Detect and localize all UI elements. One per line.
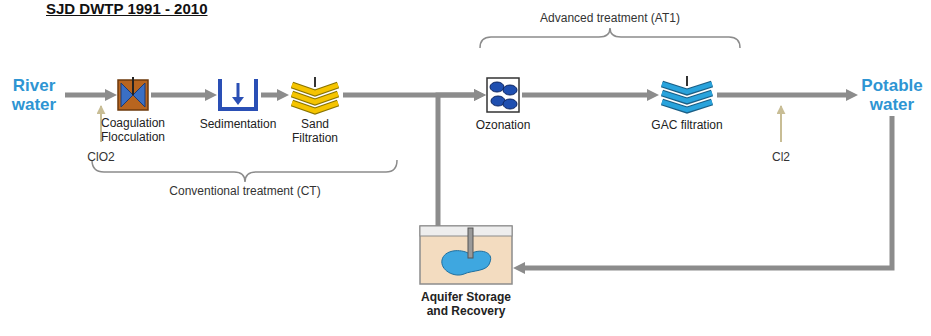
filter-layer [662,93,712,101]
process-symbol [487,78,519,112]
process-symbol [660,78,714,112]
process-icon: Ozonation [487,78,519,112]
mixer-shaft [132,77,134,95]
stream-name: River water [6,76,62,114]
process-label: Sand Filtration [286,117,344,145]
process-symbol [420,226,512,284]
storage-icon: Aquifer Storage and Recovery [420,226,512,284]
group-label: Conventional treatment (CT) [169,184,320,198]
chemical-label: ClO2 [87,150,114,164]
source-label: River water [6,76,62,114]
ozone-contactor [487,78,519,112]
process-icon: Sand Filtration [290,79,340,111]
group-label: Advanced treatment (AT1) [540,11,680,25]
flow-arrow [438,95,474,226]
flow-arrow [525,116,892,268]
flow-arrow [717,93,846,98]
conventional-bracket [92,160,397,182]
mixer-blade [121,83,133,107]
filter-layer [292,94,338,102]
flow-arrow [65,93,105,98]
filter-layer [292,85,338,93]
process-icon: GAC filtration [660,78,714,112]
filter-layer-edge [662,93,712,101]
filter-layer-edge [662,84,712,92]
filter-layer [662,102,712,110]
ozone-bubble [503,99,517,109]
filter-layer-edge [662,102,712,110]
output-label: Potable water [859,76,925,114]
inlet-pipe [314,77,316,87]
ground-surface [420,226,512,236]
ozone-bubble [490,82,504,92]
inlet-pipe [686,76,688,86]
flow-arrow [151,93,205,98]
process-symbol [290,79,340,111]
filter-layer-edge [292,94,338,102]
process-icon: Coagulation Flocculation [118,80,148,110]
settling-tank [220,79,256,109]
mixer-blade [133,83,145,107]
process-symbol [218,79,258,111]
filter-layer-edge [292,103,338,111]
well-pipe [468,228,473,258]
settling-arrow-head [232,97,244,105]
process-label: Sedimentation [200,117,277,131]
chemical-label: Cl2 [772,150,790,164]
process-label: Ozonation [476,118,531,132]
groundwater-body [442,251,491,275]
process-symbol [118,80,148,110]
flow-arrow [522,93,647,98]
flow-arrow [261,93,277,98]
stream-name: Potable water [859,76,925,114]
process-label: Aquifer Storage and Recovery [411,290,521,318]
aquifer-ground [420,226,512,284]
filter-layer [292,103,338,111]
process-icon: Sedimentation [218,79,258,111]
settling-arrow [237,83,240,99]
filter-layer-edge [292,85,338,93]
dosing-arrow [780,106,782,142]
advanced-bracket [480,28,740,48]
process-label: Coagulation Flocculation [92,116,174,144]
ozone-bubble [503,85,517,95]
filter-layer [662,84,712,92]
process-label: GAC filtration [651,118,722,132]
diagram-title: SJD DWTP 1991 - 2010 [46,0,207,17]
